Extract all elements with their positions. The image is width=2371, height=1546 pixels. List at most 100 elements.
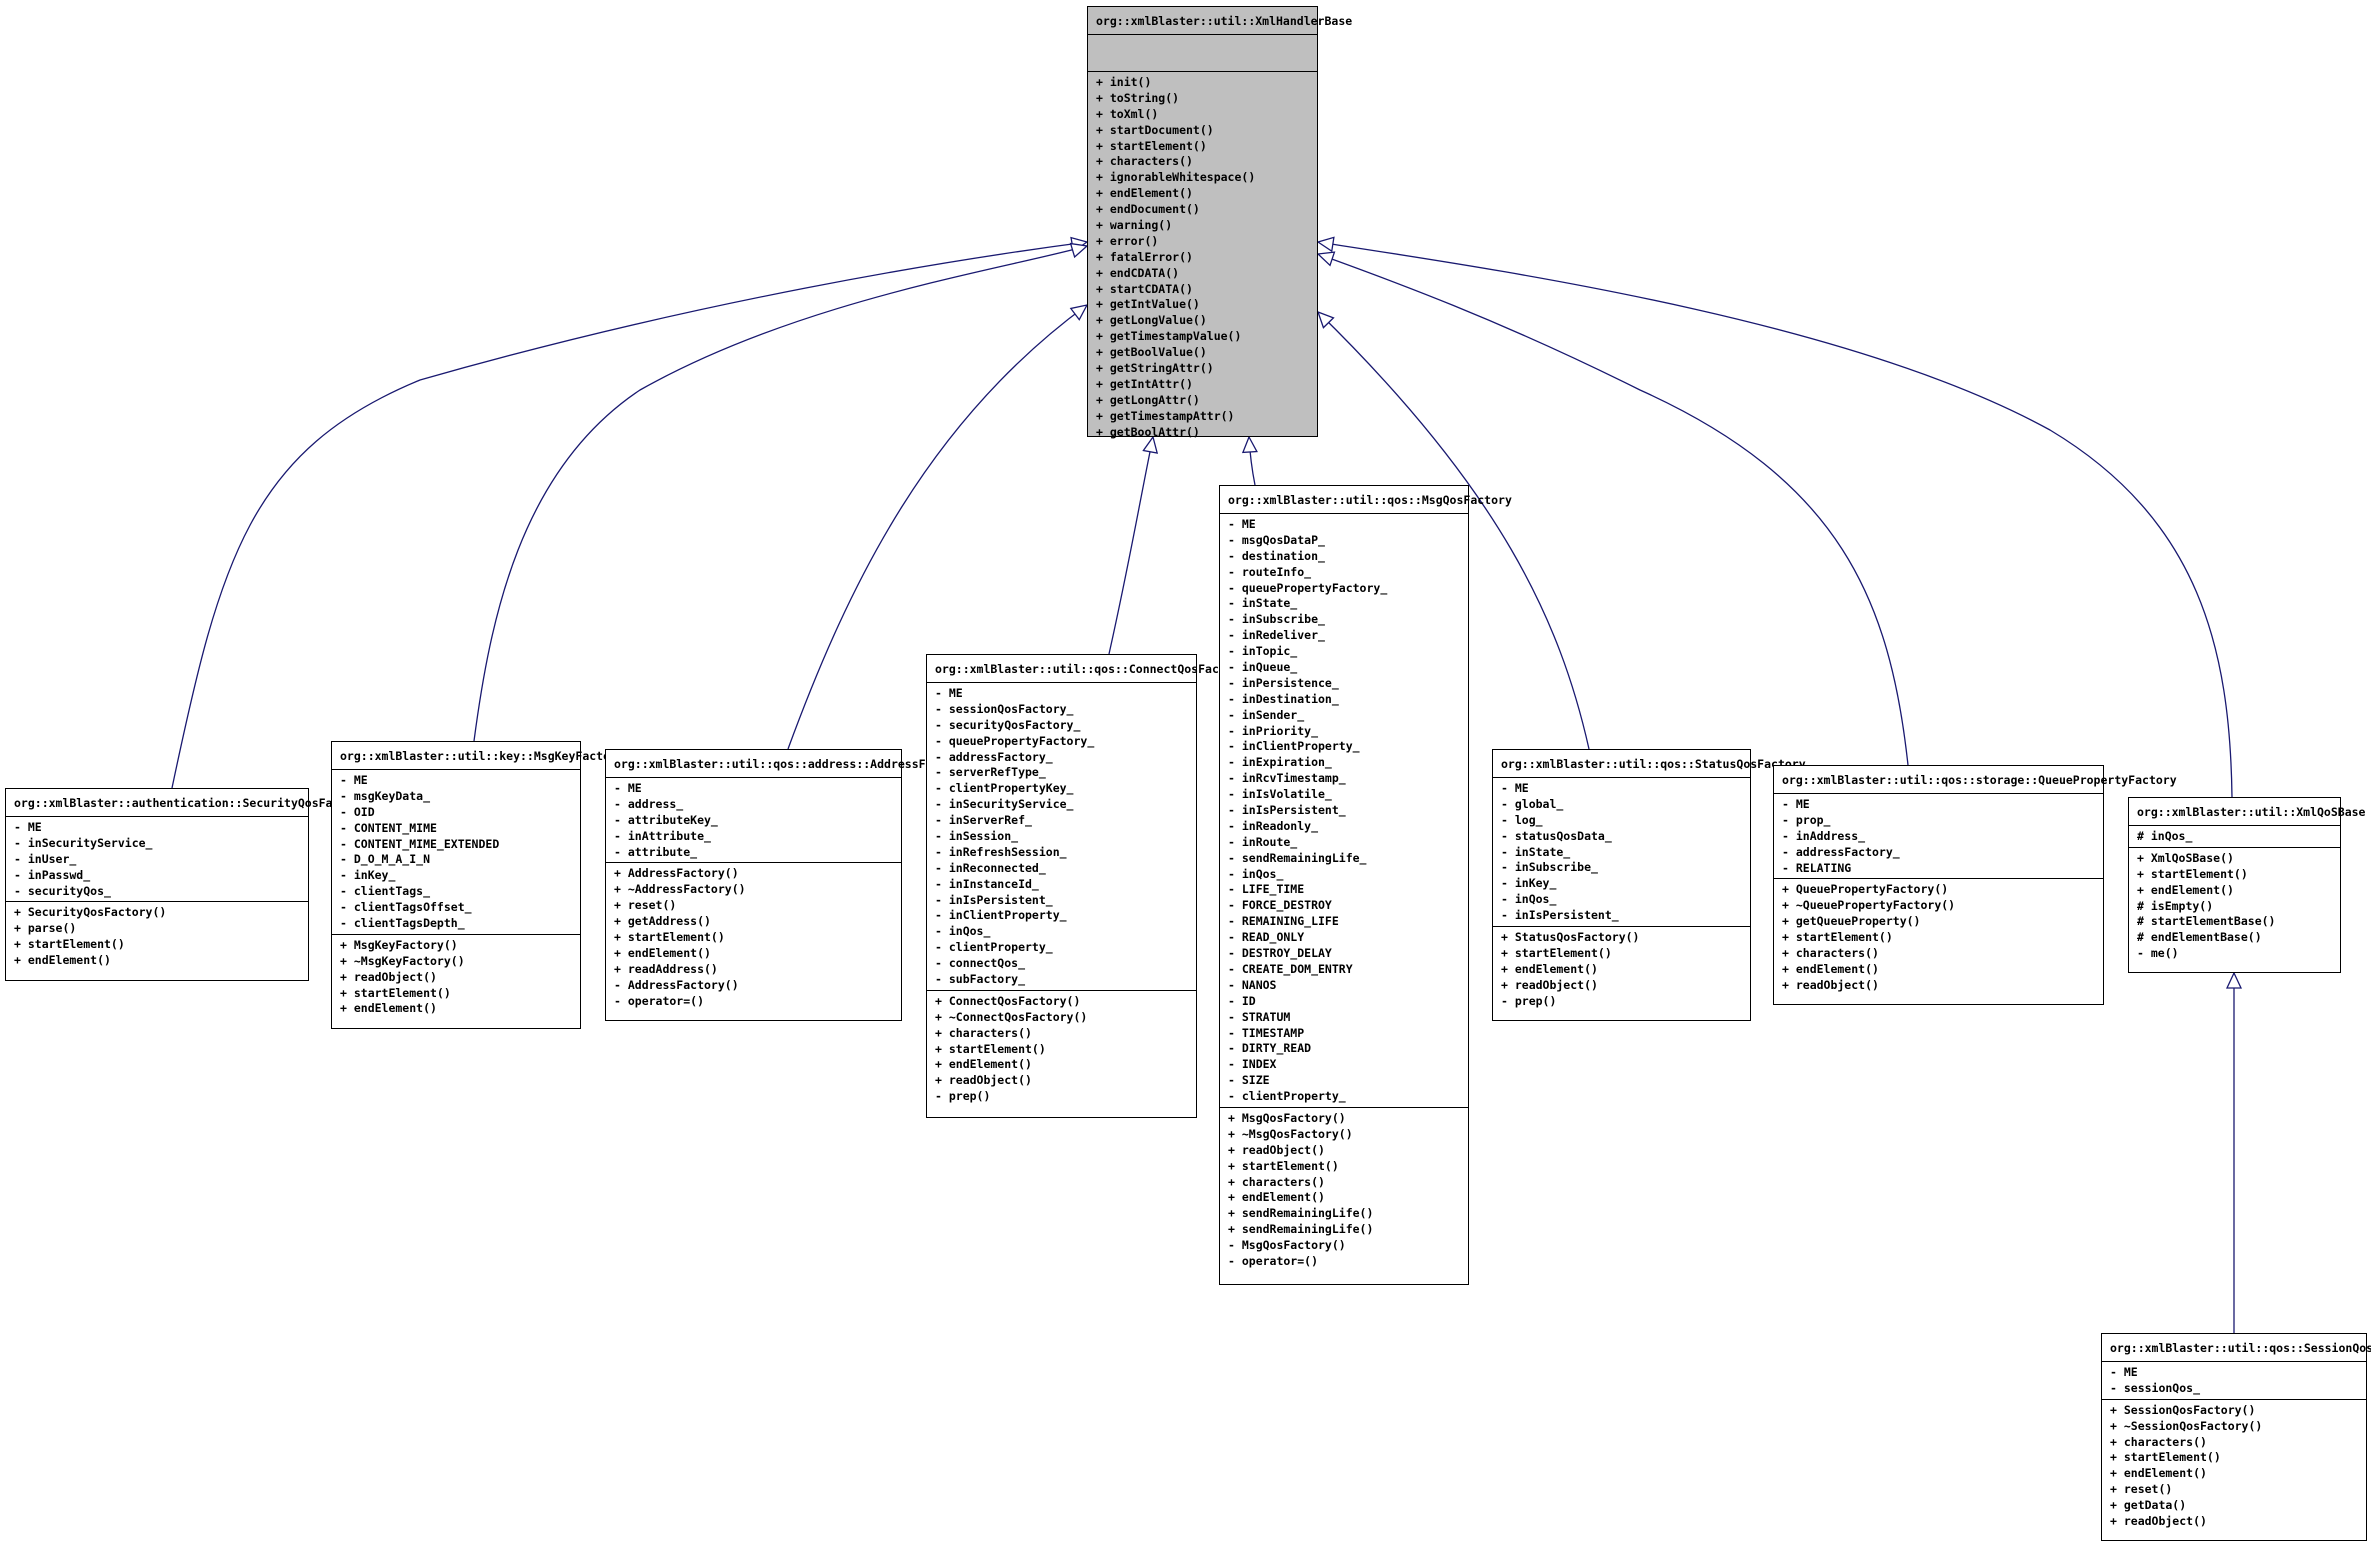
method-row: + startDocument() xyxy=(1096,122,1214,137)
attribute-row: - global_ xyxy=(1501,796,1564,811)
attribute-row: - inUser_ xyxy=(14,851,77,866)
method-row: + startElement() xyxy=(14,937,125,952)
class-name: org::xmlBlaster::util::key::MsgKeyFactor… xyxy=(340,749,624,763)
attribute-row: - ID xyxy=(1228,993,1256,1008)
attribute-row: - address_ xyxy=(614,796,684,811)
attribute-row: - queuePropertyFactory_ xyxy=(1228,580,1388,595)
attribute-row: - CREATE_DOM_ENTRY xyxy=(1228,961,1353,976)
methods-section: + init()+ toString()+ toXml()+ startDocu… xyxy=(1088,71,1317,442)
attribute-row: - inQos_ xyxy=(935,924,991,939)
class-box-queue-property-factory[interactable]: org::xmlBlaster::util::qos::storage::Que… xyxy=(1773,765,2177,1005)
attribute-row: - SIZE xyxy=(1228,1073,1270,1088)
attribute-row: - ME xyxy=(935,686,963,700)
method-row: + endElement() xyxy=(614,945,711,960)
attribute-row: - clientProperty_ xyxy=(1228,1089,1346,1104)
method-row: + error() xyxy=(1096,233,1159,248)
attribute-row: - addressFactory_ xyxy=(1782,844,1900,859)
attribute-row: - ME xyxy=(1501,781,1529,795)
class-box-status-qos-factory[interactable]: org::xmlBlaster::util::qos::StatusQosFac… xyxy=(1492,749,1806,1021)
method-row: + endCDATA() xyxy=(1096,265,1180,280)
attribute-row: - inSubscribe_ xyxy=(1228,612,1325,627)
method-row: + endElement() xyxy=(1782,961,1879,976)
method-row: + endElement() xyxy=(14,953,111,968)
attribute-row: - connectQos_ xyxy=(935,956,1026,971)
attribute-row: - inClientProperty_ xyxy=(1228,739,1360,754)
class-box-connect-qos-factory[interactable]: org::xmlBlaster::util::qos::ConnectQosFa… xyxy=(926,654,1247,1118)
class-box-msg-key-factory[interactable]: org::xmlBlaster::util::key::MsgKeyFactor… xyxy=(331,741,624,1029)
attribute-row: - inQueue_ xyxy=(1228,660,1298,675)
method-row: + ~ConnectQosFactory() xyxy=(935,1009,1088,1024)
method-row: + startElement() xyxy=(2137,866,2248,881)
attribute-row: - inSecurityService_ xyxy=(14,835,153,850)
attribute-row: - addressFactory_ xyxy=(935,749,1053,764)
method-row: + characters() xyxy=(1782,946,1879,961)
method-row: + AddressFactory() xyxy=(614,866,739,881)
method-row: + init() xyxy=(1096,75,1152,89)
attribute-row: - sendRemainingLife_ xyxy=(1228,850,1367,865)
attribute-row: - INDEX xyxy=(1228,1057,1277,1072)
method-row: + readObject() xyxy=(1228,1142,1325,1157)
attribute-row: - clientTagsDepth_ xyxy=(340,916,465,931)
methods-section: + ConnectQosFactory()+ ~ConnectQosFactor… xyxy=(927,989,1196,1107)
attribute-row: - prop_ xyxy=(1782,812,1831,827)
method-row: + startElement() xyxy=(340,985,451,1000)
attribute-row: - REMAINING_LIFE xyxy=(1228,914,1339,929)
method-row: + readObject() xyxy=(340,969,437,984)
edge-xml-qos-base xyxy=(1317,241,2233,798)
attribute-row: - CONTENT_MIME_EXTENDED xyxy=(340,836,500,851)
method-row: + endElement() xyxy=(2137,882,2234,897)
class-name: org::xmlBlaster::authentication::Securit… xyxy=(14,796,368,810)
methods-section: + StatusQosFactory()+ startElement()+ en… xyxy=(1493,926,1750,1011)
method-row: + characters() xyxy=(935,1025,1032,1040)
method-row: + characters() xyxy=(2110,1434,2207,1449)
attribute-row: - inPasswd_ xyxy=(14,867,91,882)
attribute-row: - inQos_ xyxy=(1228,866,1284,881)
method-row: + toXml() xyxy=(1096,106,1159,121)
method-row: + MsgKeyFactory() xyxy=(340,937,458,952)
class-box-xml-qos-base[interactable]: org::xmlBlaster::util::XmlQoSBase # inQo… xyxy=(2128,797,2366,973)
method-row: + ~MsgKeyFactory() xyxy=(340,953,465,968)
method-row: + fatalError() xyxy=(1096,249,1193,264)
attribute-row: - inInstanceId_ xyxy=(935,876,1039,891)
edge-status-qos-factory xyxy=(1317,311,1590,750)
attribute-row: - msgQosDataP_ xyxy=(1228,532,1325,547)
method-row: + StatusQosFactory() xyxy=(1501,930,1640,945)
attribute-row: - queuePropertyFactory_ xyxy=(935,733,1095,748)
method-row: + sendRemainingLife() xyxy=(1228,1206,1374,1221)
method-row: + startElement() xyxy=(1096,138,1207,153)
method-row: + startElement() xyxy=(614,930,725,945)
edge-queue-property-factory-arrowhead xyxy=(1316,251,1336,267)
attribute-row: - statusQosData_ xyxy=(1501,828,1612,843)
attribute-row: - routeInfo_ xyxy=(1228,564,1312,579)
class-box-msg-qos-factory[interactable]: org::xmlBlaster::util::qos::MsgQosFactor… xyxy=(1219,485,1512,1285)
attribute-row: - ME xyxy=(1228,517,1256,531)
class-box-address-factory[interactable]: org::xmlBlaster::util::qos::address::Add… xyxy=(605,749,967,1021)
attribute-row: - inPriority_ xyxy=(1228,723,1319,738)
attribute-row: - inSubscribe_ xyxy=(1501,860,1598,875)
attribute-row: - DESTROY_DELAY xyxy=(1228,946,1332,961)
class-box-xml-handler-base[interactable]: org::xmlBlaster::util::XmlHandlerBase + … xyxy=(1087,6,1353,439)
class-name: org::xmlBlaster::util::XmlHandlerBase xyxy=(1096,14,1353,28)
class-name: org::xmlBlaster::util::qos::StatusQosFac… xyxy=(1501,757,1806,771)
method-row: + endElement() xyxy=(2110,1466,2207,1481)
method-row: + endDocument() xyxy=(1096,202,1200,217)
attributes-section: - ME- address_- attributeKey_- inAttribu… xyxy=(606,777,901,862)
attribute-row: - inKey_ xyxy=(340,868,396,883)
methods-section: + SecurityQosFactory()+ parse()+ startEl… xyxy=(6,901,308,971)
class-box-security-qos-factory[interactable]: org::xmlBlaster::authentication::Securit… xyxy=(5,788,368,981)
attribute-row: - inReconnected_ xyxy=(935,860,1046,875)
attribute-row: - CONTENT_MIME xyxy=(340,820,437,835)
attribute-row: - inReadonly_ xyxy=(1228,818,1319,833)
method-row: + readObject() xyxy=(935,1073,1032,1088)
methods-section: + MsgKeyFactory()+ ~MsgKeyFactory()+ rea… xyxy=(332,933,580,1019)
attribute-row: - inState_ xyxy=(1228,596,1298,611)
method-row: + ignorableWhitespace() xyxy=(1096,170,1256,185)
attribute-row: - inRefreshSession_ xyxy=(935,844,1067,859)
class-box-session-qos-factory[interactable]: org::xmlBlaster::util::qos::SessionQosFa… xyxy=(2101,1333,2371,1541)
class-name: org::xmlBlaster::util::XmlQoSBase xyxy=(2137,805,2366,819)
attribute-row: - subFactory_ xyxy=(935,972,1026,987)
method-row: + startElement() xyxy=(935,1041,1046,1056)
method-row: + ConnectQosFactory() xyxy=(935,993,1081,1008)
method-row: + ~MsgQosFactory() xyxy=(1228,1126,1353,1141)
